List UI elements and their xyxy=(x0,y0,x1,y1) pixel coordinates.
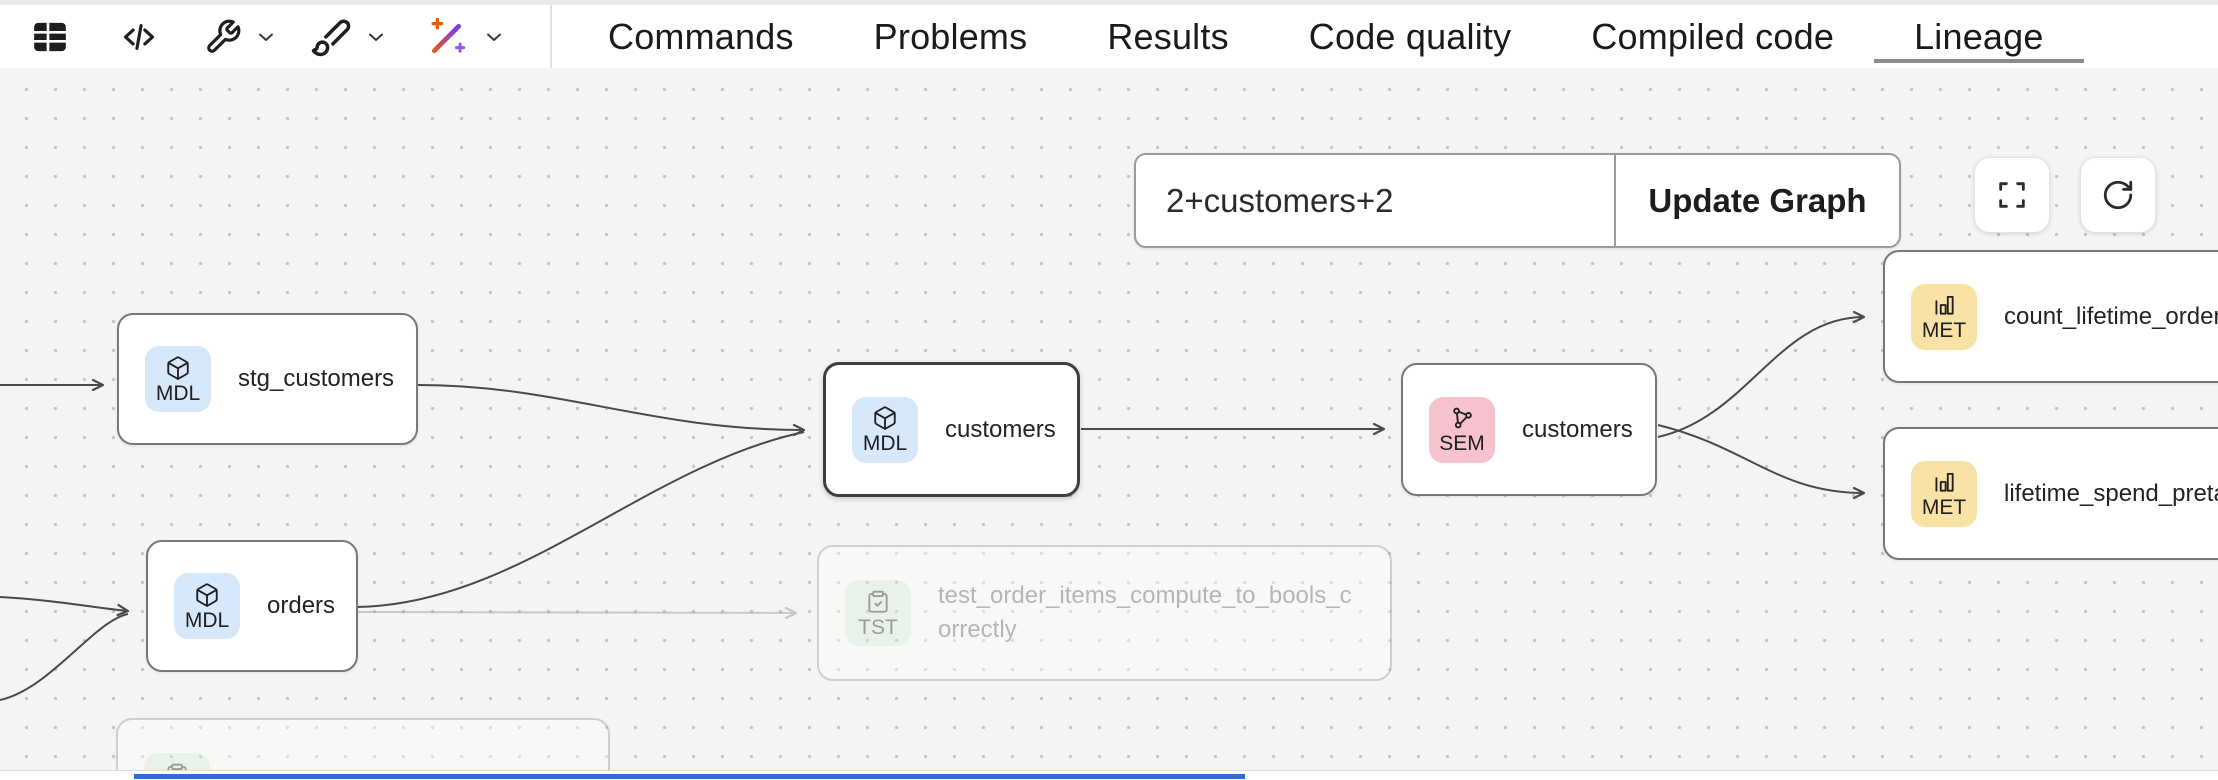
refresh-icon xyxy=(2101,178,2135,212)
tab-problems[interactable]: Problems xyxy=(873,15,1028,57)
broom-icon xyxy=(310,16,352,58)
magic-wand-icon xyxy=(426,15,470,59)
metric-badge: MET xyxy=(1911,283,1977,350)
test-badge: TST xyxy=(144,753,210,770)
semantic-badge: SEM xyxy=(1429,396,1495,463)
node-label: customers xyxy=(945,415,1056,443)
bar-chart-icon xyxy=(1931,469,1957,495)
tab-lineage[interactable]: Lineage xyxy=(1874,5,2084,68)
node-customers-semantic[interactable]: SEM customers xyxy=(1401,363,1657,496)
table-icon xyxy=(30,17,70,57)
node-type-label: SEM xyxy=(1439,432,1485,455)
chevron-down-icon[interactable] xyxy=(482,25,506,49)
magic-wand-button[interactable] xyxy=(426,5,506,68)
node-label: orders xyxy=(267,592,336,619)
clipboard-check-icon xyxy=(865,589,891,615)
chevron-down-icon[interactable] xyxy=(254,25,278,49)
node-test-partial[interactable]: TST xyxy=(116,718,610,770)
tab-compiled-code[interactable]: Compiled code xyxy=(1591,15,1835,57)
bar-chart-icon xyxy=(1931,292,1957,318)
tab-results[interactable]: Results xyxy=(1107,15,1229,57)
graph-nodes-icon xyxy=(1449,405,1475,431)
clipboard-check-icon xyxy=(164,762,190,770)
node-type-label: MDL xyxy=(862,432,908,455)
fit-view-button[interactable] xyxy=(1974,157,2050,233)
refresh-button[interactable] xyxy=(2080,157,2156,233)
code-button[interactable] xyxy=(120,5,158,68)
lineage-filter-group: Update Graph xyxy=(1134,153,1901,248)
bottom-accent-bar xyxy=(134,774,1245,779)
node-type-label: TST xyxy=(858,615,898,639)
node-label: customers xyxy=(1522,415,1633,443)
top-strip xyxy=(0,0,2218,5)
node-customers-model[interactable]: MDL customers xyxy=(823,362,1080,497)
lineage-filter-input[interactable] xyxy=(1136,155,1616,246)
toolbar-divider xyxy=(550,5,552,68)
wrench-button[interactable] xyxy=(204,5,278,68)
table-button[interactable] xyxy=(30,5,70,68)
node-label: test_order_items_compute_to_bools_correc… xyxy=(938,582,1352,643)
wrench-icon xyxy=(204,18,242,56)
node-lifetime-spend-pretax[interactable]: MET lifetime_spend_preta xyxy=(1883,427,2218,560)
broom-button[interactable] xyxy=(310,5,388,68)
code-icon xyxy=(120,18,158,56)
update-graph-button[interactable]: Update Graph xyxy=(1648,181,1867,219)
model-badge: MDL xyxy=(145,346,211,412)
node-test-order-items[interactable]: TST test_order_items_compute_to_bools_co… xyxy=(817,545,1392,681)
node-type-label: MDL xyxy=(184,608,230,632)
node-type-label: MET xyxy=(1921,496,1967,519)
node-label: count_lifetime_order xyxy=(2004,302,2218,330)
metric-badge: MET xyxy=(1911,460,1977,527)
tab-commands[interactable]: Commands xyxy=(608,15,794,57)
tab-bar: Commands Problems Results Code quality C… xyxy=(568,5,2084,68)
node-type-label: MET xyxy=(1921,319,1967,342)
tab-code-quality[interactable]: Code quality xyxy=(1308,15,1512,57)
test-badge: TST xyxy=(845,580,911,646)
node-count-lifetime-orders[interactable]: MET count_lifetime_order xyxy=(1883,250,2218,383)
model-badge: MDL xyxy=(174,573,240,639)
node-label: stg_customers xyxy=(238,365,395,392)
chevron-down-icon[interactable] xyxy=(364,25,388,49)
fit-view-icon xyxy=(1995,178,2029,212)
node-label: lifetime_spend_preta xyxy=(2004,479,2218,507)
cube-icon xyxy=(194,582,220,608)
toolbar: Commands Problems Results Code quality C… xyxy=(0,5,2218,68)
lineage-canvas[interactable]: MDL stg_customers MDL orders xyxy=(0,68,2218,771)
node-stg-customers[interactable]: MDL stg_customers xyxy=(117,313,418,445)
node-type-label: MDL xyxy=(155,381,201,405)
cube-icon xyxy=(165,355,191,381)
node-orders[interactable]: MDL orders xyxy=(146,540,358,672)
cube-icon xyxy=(872,405,898,431)
model-badge: MDL xyxy=(852,396,918,463)
